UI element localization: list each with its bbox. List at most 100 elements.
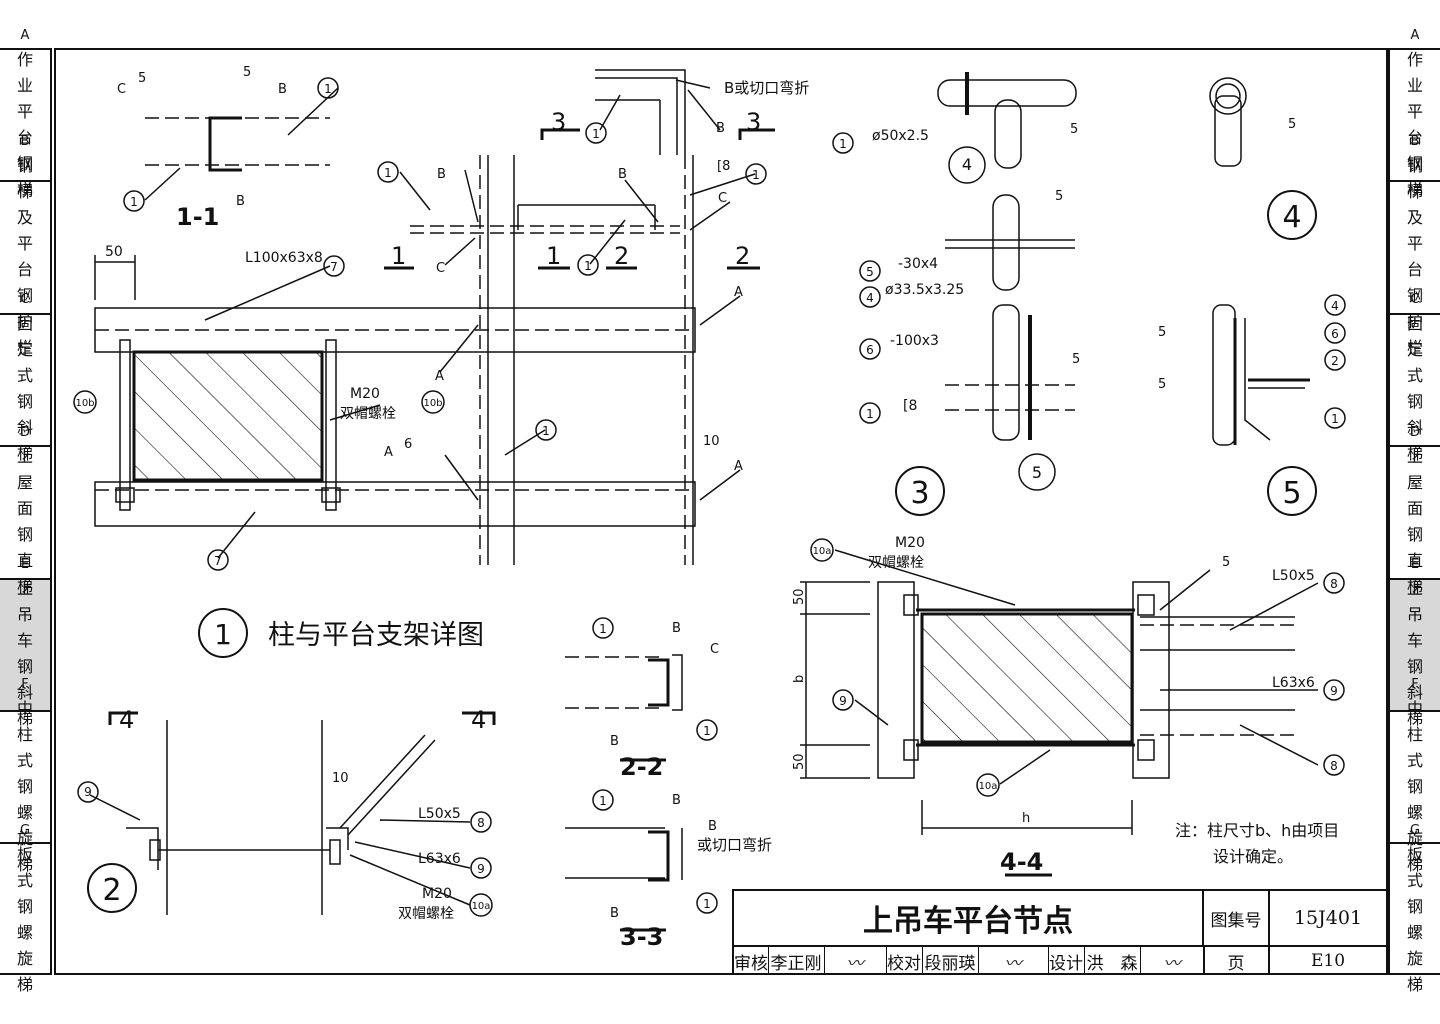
angle-8-label: L50x5 [1272, 568, 1315, 584]
label-b: B [610, 906, 619, 921]
left-tab-b[interactable]: B 钢梯及平台钢护栏 [0, 134, 50, 357]
angle-top-label: L100x63x8 [245, 250, 323, 266]
drawing-title: 上吊车平台节点 [734, 891, 1204, 947]
ref-1: 1 [703, 724, 711, 738]
note-line-2: 设计确定。 [1213, 847, 1293, 866]
bolt-label: M20 [350, 386, 380, 402]
tab-letter: B [1410, 134, 1420, 150]
atlas-value: 15J401 [1270, 891, 1386, 947]
right-tab-f[interactable]: F 中柱式钢螺旋梯 [1390, 677, 1440, 874]
bend-note: B或切口弯折 [724, 79, 809, 97]
tab-label: 板式钢螺旋梯 [1406, 845, 1423, 995]
note-line-1: 注：柱尺寸b、h由项目 [1175, 821, 1339, 840]
weld-5: 5 [1158, 377, 1166, 392]
ref-1: 1 [324, 82, 332, 96]
design-label: 设计 [1049, 953, 1083, 974]
ref-2: 2 [1331, 354, 1339, 368]
c8-label: [8 [903, 398, 917, 414]
tab-letter: G [19, 823, 31, 839]
section-2-2-drawing [565, 654, 683, 762]
detail-3-drawing [937, 72, 1077, 491]
tab-label: 上屋面钢直梯 [16, 446, 33, 596]
ref-1: 1 [839, 137, 847, 151]
label-b: B [437, 167, 446, 182]
label-b: B [672, 621, 681, 636]
dim-50: 50 [105, 244, 123, 260]
detail-2-drawing [89, 711, 496, 915]
dim-10: 10 [332, 771, 349, 786]
ref-7: 7 [214, 554, 222, 568]
detail-5-circle-label: 5 [1282, 476, 1301, 511]
ref-8: 8 [1330, 759, 1338, 773]
dim-h: h [1022, 811, 1030, 826]
weld-5: 5 [1070, 122, 1078, 137]
cut-1-b: 1 [546, 242, 561, 270]
ref-7: 7 [330, 260, 338, 274]
weld-5: 5 [1158, 325, 1166, 340]
right-tab-a[interactable]: A 作业平台钢梯 [1390, 28, 1440, 199]
tab-letter: A [1410, 27, 1420, 43]
label-a: A [435, 369, 444, 384]
detail-3-circle [895, 466, 945, 516]
tab-label: 钢梯及平台钢护栏 [16, 156, 33, 358]
check-label: 校对 [887, 953, 921, 974]
weld-6: 6 [404, 437, 412, 452]
angle-9-label: L63x6 [418, 851, 461, 867]
cut-2-a: 2 [614, 242, 629, 270]
review-name: 李正刚 [770, 953, 822, 974]
drawing-frame [54, 48, 1388, 975]
detail-2-circle [87, 863, 137, 913]
ref-4: 4 [1331, 299, 1339, 313]
weld-5-a: 5 [138, 71, 146, 86]
detail-3-circle-label: 3 [910, 476, 929, 511]
tab-letter: F [1411, 676, 1419, 692]
ref-5: 5 [866, 265, 874, 279]
ref-1: 1 [584, 259, 592, 273]
label-b: B [672, 793, 681, 808]
detail-5-circle [1267, 466, 1317, 516]
ref-9: 9 [839, 694, 847, 708]
flat-100-label: -100x3 [890, 333, 939, 349]
ref-10a: 10a [979, 781, 998, 792]
label-b: B [708, 819, 717, 834]
label-c: C [436, 261, 445, 276]
reference-circles [73, 77, 1346, 917]
dim-50: 50 [792, 588, 807, 605]
section-3-3-drawing [565, 827, 683, 932]
label-c: C [718, 191, 727, 206]
tab-label: 作业平台钢梯 [1406, 49, 1423, 199]
pipe-label: ø50x2.5 [872, 128, 929, 144]
c8-label: [8 [717, 159, 730, 174]
label-c: C [117, 82, 126, 97]
ref-9: 9 [84, 785, 92, 799]
tab-letter: C [1410, 292, 1420, 308]
label-c: C [710, 642, 719, 657]
cut-1-a: 1 [391, 242, 406, 270]
cut-2-b: 2 [735, 242, 750, 270]
weld-5: 5 [1222, 555, 1230, 570]
tab-letter: B [20, 134, 30, 150]
pipe-335-label: ø33.5x3.25 [885, 282, 964, 298]
detail-1-circle [198, 608, 248, 658]
label-b: B [236, 194, 245, 209]
ref-1: 1 [703, 897, 711, 911]
tab-label: 中柱式钢螺旋梯 [1406, 698, 1423, 874]
label-a: A [734, 459, 743, 474]
ref-1: 1 [1331, 412, 1339, 426]
tab-letter: F [21, 676, 29, 692]
ref-10a: 10a [472, 901, 491, 912]
label-b: B [278, 82, 287, 97]
ref-5: 5 [1032, 463, 1042, 482]
